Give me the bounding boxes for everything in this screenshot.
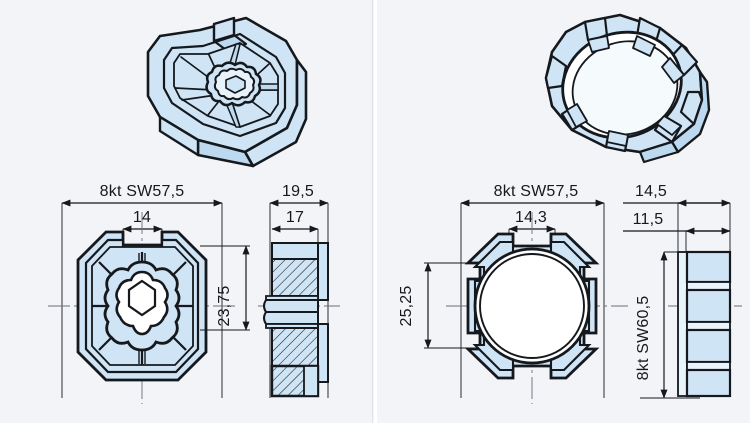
dimension-label-8kt-sw60-5: 8kt SW60,5 [635,296,652,381]
section-right-rim-lower [317,323,329,383]
side-segment-2 [685,288,732,324]
dimension-label-14-5: 14,5 [635,183,667,200]
right-dimension-11-5: 11,5 [623,211,731,258]
left-dimension-8kt-sw57-5: 8kt SW57,5 [61,183,223,398]
section-core-band [263,299,319,313]
side-gap-2 [686,321,731,331]
dimension-label-14-3: 14,3 [515,209,547,226]
left-front-view [48,212,238,404]
left-isometric-view [146,16,308,168]
right-front-view [446,212,628,404]
section-right-rim-upper [317,242,329,301]
side-segment-4 [685,368,732,398]
riso-inner-rim-segments [566,35,685,147]
side-segment-3 [685,328,732,364]
right-side-view [668,250,742,398]
left-panel: 8kt SW57,5 14 [48,16,340,404]
right-isometric-view [544,13,711,164]
side-gap-1 [686,281,731,291]
right-dimension-8kt-sw57-5: 8kt SW57,5 [460,183,605,398]
section-bottom-step [303,365,319,397]
section-hatched-upper [271,258,319,297]
right-dimension-25-25: 25,25 [398,262,476,349]
right-panel: 8kt SW57,5 14,3 25,25 [398,13,742,404]
dimension-label-8kt-sw57-5: 8kt SW57,5 [100,183,185,200]
iso-lower-left-face [158,115,200,157]
dimension-label-23-75: 23,75 [216,285,233,326]
section-hatched-lower [271,327,319,367]
side-gap-3 [686,361,731,371]
section-top-flange [271,242,319,260]
riso-bottom-face [638,140,680,164]
left-side-section-view [258,242,340,398]
dimension-label-17: 17 [286,209,304,226]
iso-inner-ring [162,32,287,138]
side-left-rim [677,251,688,397]
dimension-label-25-25: 25,25 [398,285,415,326]
front-bore-inner [479,253,585,359]
dimension-label-11-5: 11,5 [633,211,664,228]
left-dimension-23-75: 23,75 [200,245,250,331]
dimension-label-19-5: 19,5 [282,183,314,200]
side-segment-1 [685,250,732,284]
front-star-bore-inner [127,279,157,317]
iso-star-hub [205,61,262,107]
dimension-label-8kt-sw57-5: 8kt SW57,5 [494,183,579,200]
section-core-band-lower [263,311,319,325]
